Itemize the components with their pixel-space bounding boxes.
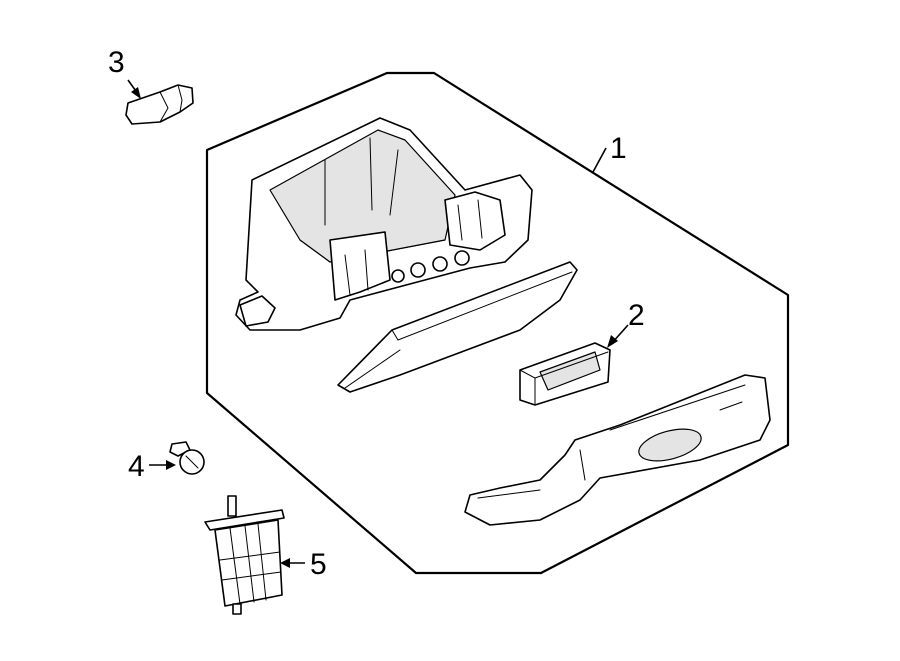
callout-1: 1 (610, 132, 627, 165)
lower-trim-panel (464, 374, 771, 526)
push-pin-part (169, 441, 205, 475)
callout-2: 2 (628, 299, 645, 332)
callout-5: 5 (310, 548, 327, 581)
leader-1 (592, 147, 607, 173)
assembly-boundary-outline (205, 71, 790, 575)
lamp-module-part (204, 495, 285, 615)
glove-box-bin (235, 117, 533, 331)
callout-4: 4 (128, 450, 145, 483)
arrow-2 (607, 335, 618, 348)
arrow-4 (166, 460, 176, 470)
clip-part (125, 84, 194, 125)
arrow-5 (280, 558, 290, 568)
callout-3: 3 (108, 46, 125, 79)
latch-handle (519, 342, 611, 406)
glove-box-door (337, 261, 578, 393)
arrow-3 (131, 87, 141, 99)
